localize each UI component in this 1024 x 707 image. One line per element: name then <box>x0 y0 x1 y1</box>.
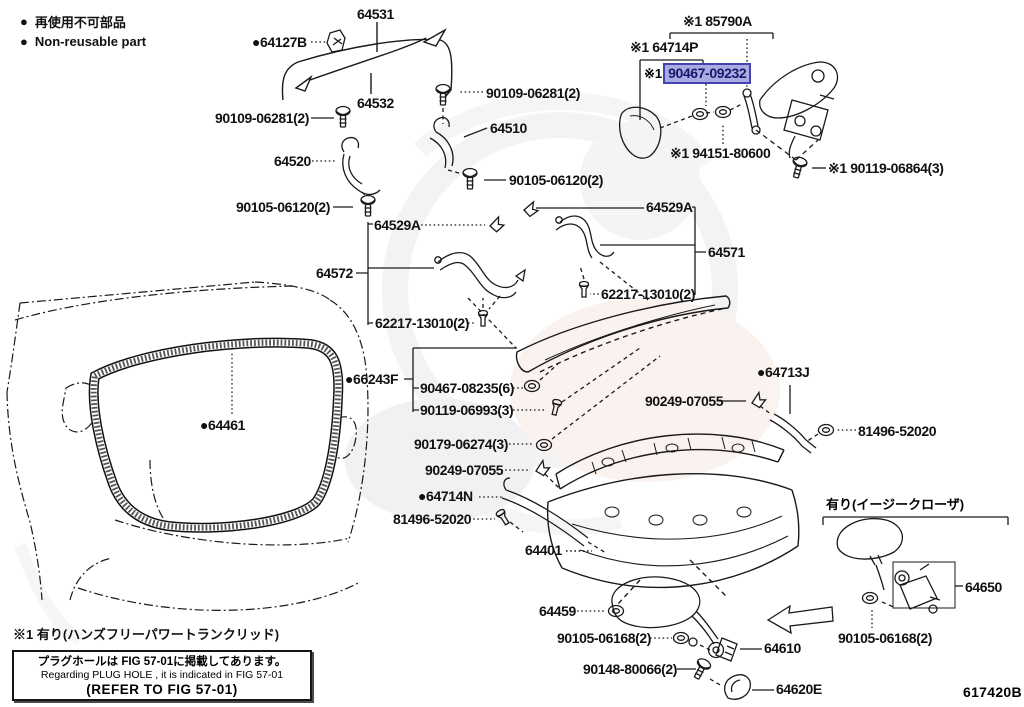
label-64529a-2[interactable]: 64529A <box>646 199 693 215</box>
easy-closer-header: 有り(イージークローザ) <box>826 497 965 512</box>
label-64531[interactable]: 64531 <box>357 6 394 22</box>
weatherstrip-64461 <box>88 337 344 533</box>
easy-closer-section <box>822 516 1009 628</box>
legend-row-jp: ● 再使用不可部品 <box>20 12 146 31</box>
legend-text-en: Non-reusable part <box>34 34 147 49</box>
label-64520[interactable]: 64520 <box>274 153 311 169</box>
watermark <box>14 92 780 645</box>
label-85790a[interactable]: ※1 85790A <box>683 13 752 29</box>
label-90249-07055-right[interactable]: 90249-07055 <box>645 393 724 409</box>
label-90105-06168-right[interactable]: 90105-06168(2) <box>838 630 933 646</box>
label-62217-13010-right[interactable]: 62217-13010(2) <box>601 286 696 302</box>
trunk-lid-64401 <box>546 433 800 605</box>
label-64572[interactable]: 64572 <box>316 265 353 281</box>
note-box-line-en: Regarding PLUG HOLE , it is indicated in… <box>40 669 284 681</box>
label-90109-06281-left[interactable]: 90109-06281(2) <box>215 110 310 126</box>
note-box-line-refer: (REFER TO FIG 57-01) <box>86 682 238 697</box>
selected-part-label[interactable]: ※1 90467-09232 <box>644 63 752 84</box>
power-trunk-mechanism <box>618 32 839 180</box>
note-box-line-jp: プラグホールは FIG 57-01に掲載してあります。 <box>37 656 287 668</box>
label-90467-08235[interactable]: 90467-08235(6) <box>420 380 515 396</box>
label-64461[interactable]: ●64461 <box>200 417 245 433</box>
spoiler-fastener-group <box>404 347 661 554</box>
upper-fasteners <box>311 29 506 217</box>
label-64459[interactable]: 64459 <box>539 603 576 619</box>
label-64532[interactable]: 64532 <box>357 95 394 111</box>
label-64714n[interactable]: ●64714N <box>418 488 473 504</box>
label-64529a-1[interactable]: 64529A <box>374 217 421 233</box>
latch-cable-parts <box>577 576 834 700</box>
label-66243f[interactable]: ●66243F <box>345 371 399 387</box>
label-64713j[interactable]: ●64713J <box>757 364 810 380</box>
legend-row-en: ● Non-reusable part <box>20 34 146 49</box>
label-90148-80066[interactable]: 90148-80066(2) <box>583 661 678 677</box>
label-94151-80600[interactable]: ※1 94151-80600 <box>670 145 771 161</box>
label-64571[interactable]: 64571 <box>708 244 745 260</box>
label-90105-06120-right[interactable]: 90105-06120(2) <box>509 172 604 188</box>
hinge-arm-64713j <box>719 385 856 454</box>
label-64610[interactable]: 64610 <box>764 640 801 656</box>
torsion-bars <box>281 22 453 101</box>
hinge-bracket-groups <box>356 200 706 349</box>
label-81496-52020-right[interactable]: 81496-52020 <box>858 423 937 439</box>
label-81496-52020-left[interactable]: 81496-52020 <box>393 511 472 527</box>
label-64127b[interactable]: ●64127B <box>252 34 307 50</box>
label-64510[interactable]: 64510 <box>490 120 527 136</box>
label-90119-06864[interactable]: ※1 90119-06864(3) <box>828 160 944 176</box>
label-62217-13010-left[interactable]: 62217-13010(2) <box>375 315 470 331</box>
plug-hole-note-box: プラグホールは FIG 57-01に掲載してあります。 Regarding PL… <box>12 650 312 701</box>
label-64620e[interactable]: 64620E <box>776 681 822 697</box>
label-90179-06274[interactable]: 90179-06274(3) <box>414 436 509 452</box>
label-64714p[interactable]: ※1 64714P <box>630 39 699 55</box>
note-ref-mark: ※1 <box>644 65 663 81</box>
label-90105-06120-left[interactable]: 90105-06120(2) <box>236 199 331 215</box>
non-reusable-bullet-icon: ● <box>20 34 28 49</box>
label-90105-06168-center[interactable]: 90105-06168(2) <box>557 630 652 646</box>
diagram-code: 617420B <box>963 684 1022 700</box>
label-64650[interactable]: 64650 <box>965 579 1002 595</box>
footnote-1: ※1 有り(ハンズフリーパワートランクリッド) <box>13 627 280 642</box>
label-64401[interactable]: 64401 <box>525 542 562 558</box>
label-90119-06993[interactable]: 90119-06993(3) <box>420 402 514 418</box>
legend-text-jp: 再使用不可部品 <box>34 15 126 30</box>
car-rear-outline <box>6 281 369 611</box>
label-90109-06281-right[interactable]: 90109-06281(2) <box>486 85 581 101</box>
label-90249-07055-left[interactable]: 90249-07055 <box>425 462 504 478</box>
highlighted-part-number[interactable]: 90467-09232 <box>663 63 752 84</box>
non-reusable-bullet-icon: ● <box>20 14 28 29</box>
legend: ● 再使用不可部品 ● Non-reusable part <box>20 12 146 52</box>
spoiler <box>515 295 731 373</box>
